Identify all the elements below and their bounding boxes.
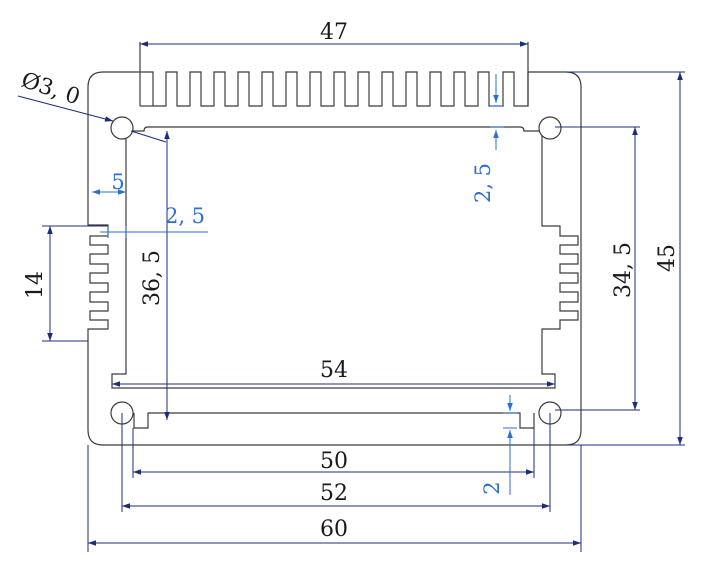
- label-34-5: 34, 5: [611, 242, 636, 298]
- dimension-lines-blue: [92, 74, 517, 495]
- hole-top-right: [538, 116, 562, 140]
- label-36-5: 36, 5: [140, 250, 165, 306]
- label-60: 60: [320, 517, 348, 542]
- label-50: 50: [320, 449, 348, 474]
- label-fin-gap-2-5: 2, 5: [471, 163, 495, 203]
- label-45: 45: [655, 244, 680, 272]
- label-hole-diameter: Ø3, 0: [18, 68, 83, 110]
- dimension-lines-dark: [17, 41, 685, 552]
- dimension-labels: 47 Ø3, 0 2, 5 5 2, 5 14 36, 5 34, 5 45 5…: [18, 20, 680, 542]
- label-47: 47: [320, 20, 348, 45]
- label-52: 52: [320, 481, 348, 506]
- hole-top-left: [110, 116, 134, 140]
- inner-cavity: [111, 126, 579, 389]
- label-inner-offset-2-5: 2, 5: [165, 204, 205, 228]
- profile-outline: [87, 42, 582, 446]
- bottom-ledge: [133, 412, 535, 429]
- label-14: 14: [23, 271, 48, 299]
- label-wall-5: 5: [111, 170, 124, 194]
- label-54: 54: [320, 358, 348, 383]
- label-2: 2: [480, 481, 504, 494]
